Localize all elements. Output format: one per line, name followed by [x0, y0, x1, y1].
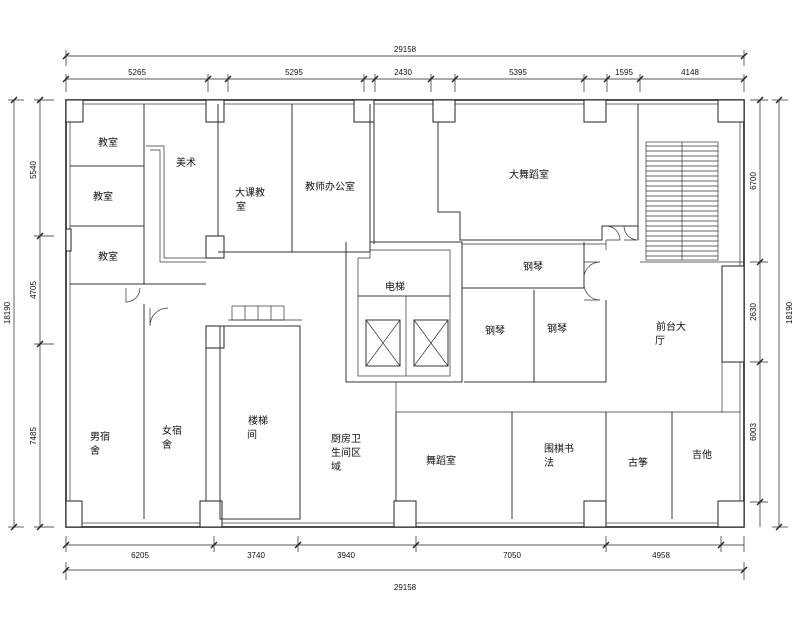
structural-columns: [65, 99, 745, 528]
bottom-dimension-2: 3740: [247, 551, 265, 560]
go-calligraphy-label: 围棋书: [544, 442, 574, 455]
large-classroom-label-2: 室: [236, 200, 246, 213]
teacher-office-label: 教师办公室: [305, 180, 355, 193]
large-classroom-label: 大课教: [235, 186, 265, 199]
top-dimension-1: 5265: [128, 68, 146, 77]
piano-room-label-1: 钢琴: [523, 260, 543, 273]
bottom-dimension-3: 3940: [337, 551, 355, 560]
stair-treads: [646, 145, 718, 257]
bottom-dimension-4: 7050: [503, 551, 521, 560]
dance-room-label: 舞蹈室: [426, 454, 456, 467]
stairwell-label-2: 间: [247, 428, 257, 441]
doors: [125, 225, 639, 327]
female-dorm-label-2: 舍: [162, 438, 172, 451]
kitchen-area-label: 厨房卫: [331, 432, 361, 445]
top-dimension-2: 5295: [285, 68, 303, 77]
interior-walls: [70, 104, 744, 520]
kitchen-area-label-2: 生间区: [331, 446, 361, 459]
dimension-lines: [8, 50, 788, 580]
top-dimension-4: 5395: [509, 68, 527, 77]
reception-hall-label: 前台大: [656, 320, 686, 333]
art-room-label: 美术: [176, 156, 196, 169]
top-dimension-6: 4148: [681, 68, 699, 77]
piano-room-label-2: 钢琴: [485, 324, 505, 337]
kitchen-area-label-3: 域: [331, 460, 341, 473]
top-total-dimension: 29158: [394, 45, 417, 54]
elevator-label: 电梯: [385, 280, 405, 293]
stairwell-label: 楼梯: [248, 414, 268, 427]
room-labels: 教室 教室 教室 美术 大课教 室 教师办公室 大舞蹈室 电梯 钢琴 钢琴 钢琴…: [90, 136, 712, 473]
reception-hall-label-2: 厅: [655, 336, 665, 347]
top-dimension-3: 2430: [394, 68, 412, 77]
left-dimension-2: 4705: [29, 281, 38, 299]
piano-room-label-3: 钢琴: [547, 322, 567, 335]
bottom-dimension-1: 6205: [131, 551, 149, 560]
classroom-label-2: 教室: [93, 190, 113, 203]
male-dorm-label: 男宿: [90, 430, 110, 443]
bottom-dimension-5: 4958: [652, 551, 670, 560]
dimension-labels: 29158 5265 5295 2430 5395 1595 4148 6205…: [3, 45, 794, 592]
go-calligraphy-label-2: 法: [544, 456, 554, 469]
classroom-label-1: 教室: [98, 136, 118, 149]
left-dimension-1: 5540: [29, 161, 38, 179]
male-dorm-label-2: 舍: [90, 444, 100, 457]
right-dimension-2: 2630: [749, 303, 758, 321]
left-dimension-3: 7485: [29, 427, 38, 445]
left-total-dimension: 18190: [3, 301, 12, 324]
large-dance-room-label: 大舞蹈室: [509, 168, 549, 181]
bottom-total-dimension: 29158: [394, 583, 417, 592]
female-dorm-label: 女宿: [162, 424, 182, 437]
right-total-dimension: 18190: [785, 301, 794, 324]
right-dimension-1: 6700: [749, 172, 758, 190]
right-dimension-3: 6003: [749, 423, 758, 441]
guzheng-room-label: 古筝: [628, 456, 648, 469]
guitar-room-label: 吉他: [692, 448, 712, 461]
classroom-label-3: 教室: [98, 250, 118, 263]
top-dimension-5: 1595: [615, 68, 633, 77]
